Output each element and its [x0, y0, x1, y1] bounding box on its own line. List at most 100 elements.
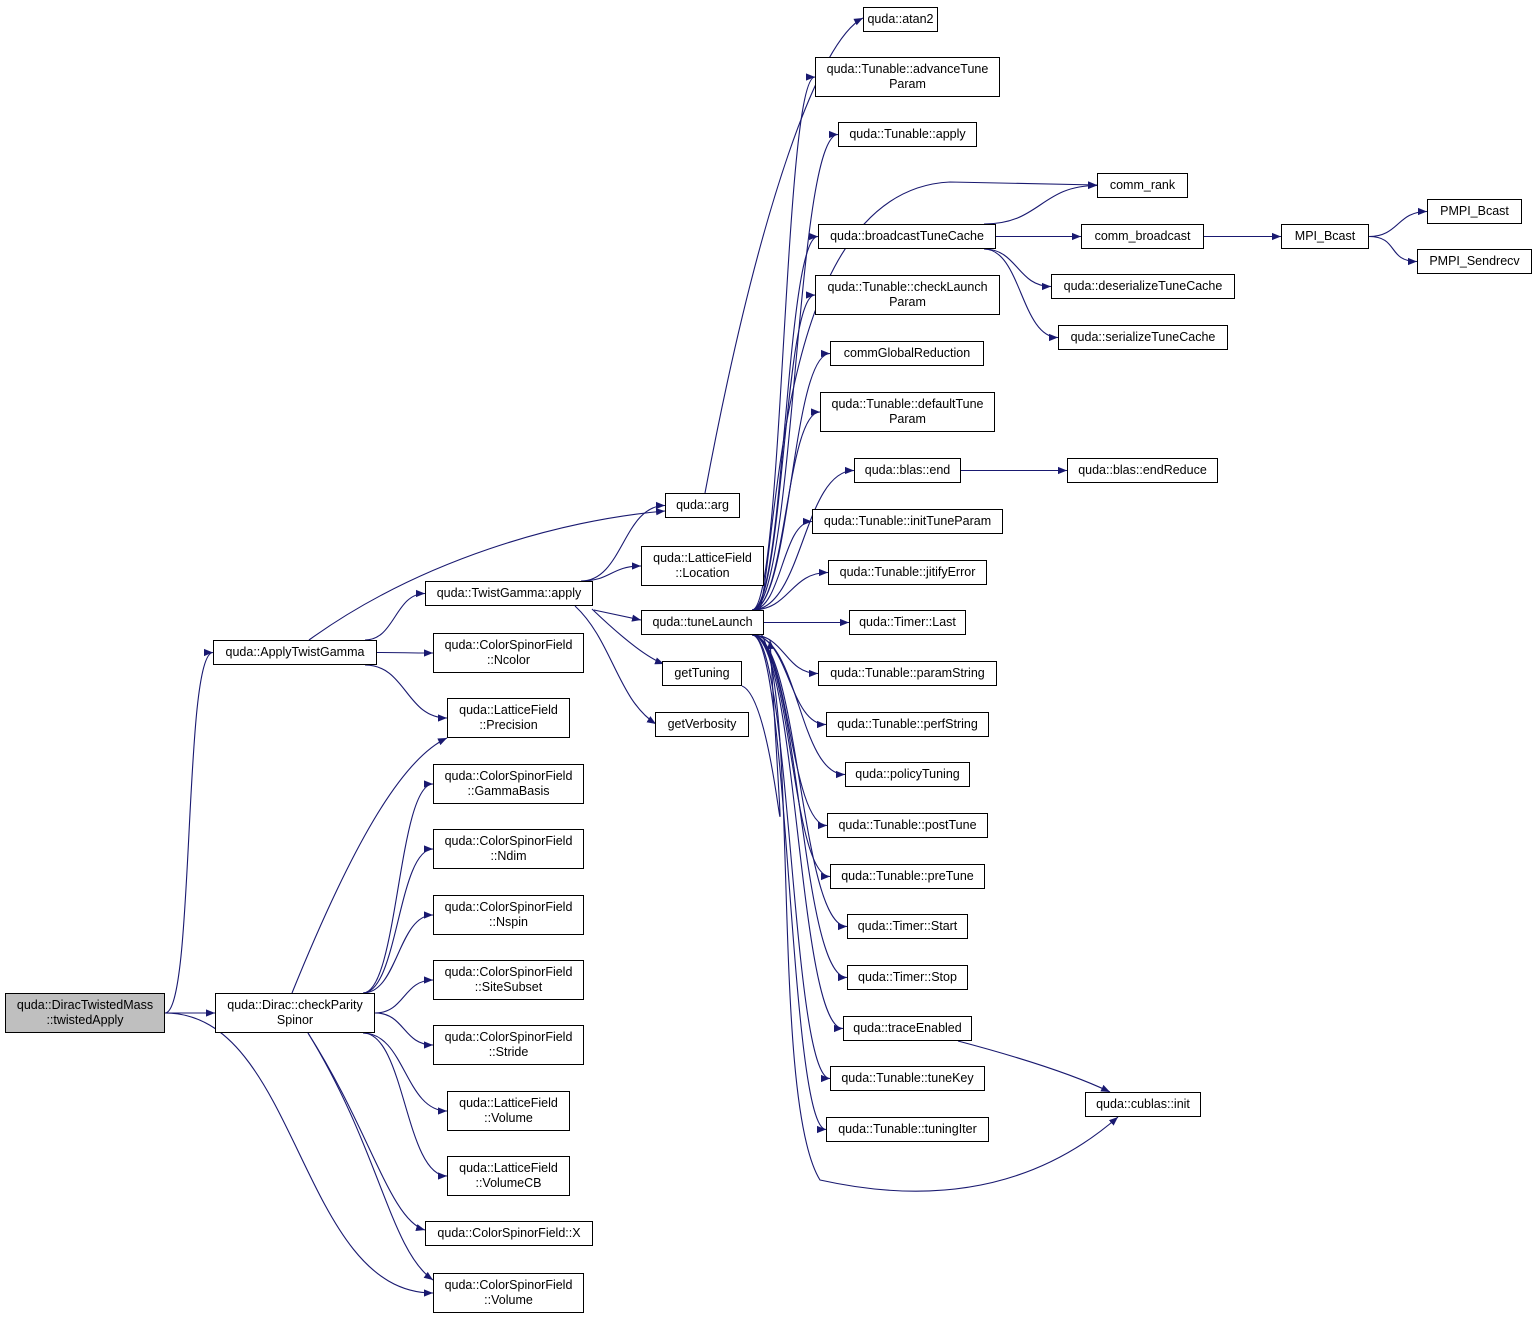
node-timer-last[interactable]: quda::Timer::Last [849, 610, 966, 635]
edge-twisted-apply-to-apply-twist-gamma [164, 649, 214, 1014]
node-policy-tuning[interactable]: quda::policyTuning [845, 762, 970, 787]
edge-broadcast-tune-cache-to-comm-rank [983, 181, 1098, 225]
node-jitify-error[interactable]: quda::Tunable::jitifyError [828, 560, 987, 585]
node-lf-location[interactable]: quda::LatticeField::Location [641, 546, 764, 586]
node-post-tune[interactable]: quda::Tunable::postTune [827, 813, 988, 838]
node-timer-stop[interactable]: quda::Timer::Stop [847, 965, 968, 990]
node-csf-x[interactable]: quda::ColorSpinorField::X [425, 1221, 593, 1246]
node-tune-key[interactable]: quda::Tunable::tuneKey [830, 1066, 985, 1091]
node-label-line: quda::Tunable::jitifyError [839, 565, 976, 579]
node-label-line: Param [889, 77, 926, 91]
node-get-tuning[interactable]: getTuning [662, 661, 742, 686]
node-label-line: ::Location [675, 566, 730, 580]
node-csf-ndim[interactable]: quda::ColorSpinorField::Ndim [433, 829, 584, 869]
node-pre-tune[interactable]: quda::Tunable::preTune [830, 864, 985, 889]
node-label-line: quda::serializeTuneCache [1070, 330, 1216, 344]
node-label-line: quda::Tunable::defaultTune [831, 397, 984, 411]
node-label-line: Spinor [276, 1013, 314, 1027]
edge-check-parity-spinor-to-csf-volume [307, 1032, 434, 1281]
node-tuning-iter[interactable]: quda::Tunable::tuningIter [826, 1117, 989, 1142]
node-label-line: quda::Tunable::paramString [830, 666, 985, 680]
node-label-line: comm_broadcast [1094, 229, 1191, 243]
node-init-tune-param[interactable]: quda::Tunable::initTuneParam [812, 509, 1003, 534]
edge-mpi-bcast-to-pmpi-bcast [1368, 207, 1428, 238]
node-timer-start[interactable]: quda::Timer::Start [847, 914, 968, 939]
node-tunable-apply[interactable]: quda::Tunable::apply [838, 122, 977, 147]
node-tune-launch[interactable]: quda::tuneLaunch [641, 610, 764, 635]
node-label-line: ::Volume [484, 1293, 533, 1307]
node-blas-end[interactable]: quda::blas::end [854, 458, 961, 483]
edge-twist-gamma-apply-to-tune-launch [593, 609, 642, 622]
node-label-line: Param [889, 295, 926, 309]
node-serialize-tune-cache[interactable]: quda::serializeTuneCache [1058, 325, 1228, 350]
node-broadcast-tune-cache[interactable]: quda::broadcastTuneCache [818, 224, 996, 249]
node-lf-volumecb[interactable]: quda::LatticeField::VolumeCB [447, 1156, 570, 1196]
node-label-line: quda::Tunable::checkLaunch [827, 280, 988, 294]
node-get-verbosity[interactable]: getVerbosity [655, 712, 749, 737]
node-label-line: quda::ColorSpinorField [444, 834, 573, 848]
edge-tune-launch-to-comm-rank [759, 181, 1098, 611]
edge-tune-launch-to-tuning-iter [751, 634, 827, 1133]
node-pmpi-bcast[interactable]: PMPI_Bcast [1427, 199, 1522, 224]
node-blas-end-reduce[interactable]: quda::blas::endReduce [1067, 458, 1218, 483]
node-label-line: ::Volume [484, 1111, 533, 1125]
node-lf-precision[interactable]: quda::LatticeField::Precision [447, 698, 570, 738]
node-label-line: ::SiteSubset [474, 980, 543, 994]
edge-apply-twist-gamma-to-csf-ncolor [376, 649, 434, 657]
node-twisted-apply[interactable]: quda::DiracTwistedMass::twistedApply [5, 993, 165, 1033]
edge-get-tuning-to-tune-launch [741, 639, 781, 818]
node-label-line: quda::Tunable::tuningIter [838, 1122, 977, 1136]
node-comm-broadcast[interactable]: comm_broadcast [1081, 224, 1204, 249]
node-label-line: ::Stride [488, 1045, 529, 1059]
node-comm-global-reduction[interactable]: commGlobalReduction [830, 341, 984, 366]
node-label-line: ::Ncolor [486, 653, 531, 667]
node-label-line: quda::Tunable::apply [849, 127, 966, 141]
node-csf-nspin[interactable]: quda::ColorSpinorField::Nspin [433, 895, 584, 935]
node-label-line: quda::LatticeField [459, 1096, 558, 1110]
node-atan2[interactable]: quda::atan2 [863, 7, 938, 32]
node-label-line: quda::broadcastTuneCache [830, 229, 984, 243]
edge-apply-twist-gamma-to-arg [308, 508, 666, 641]
node-perf-string[interactable]: quda::Tunable::perfString [826, 712, 989, 737]
edge-trace-enabled-to-cublas-init [957, 1040, 1111, 1093]
node-csf-sitesubset[interactable]: quda::ColorSpinorField::SiteSubset [433, 960, 584, 1000]
node-label-line: quda::blas::endReduce [1078, 463, 1207, 477]
node-csf-stride[interactable]: quda::ColorSpinorField::Stride [433, 1025, 584, 1065]
node-cublas-init[interactable]: quda::cublas::init [1085, 1092, 1201, 1117]
node-apply-twist-gamma[interactable]: quda::ApplyTwistGamma [213, 640, 377, 665]
edge-mpi-bcast-to-pmpi-sendrecv [1368, 235, 1418, 266]
node-label-line: quda::ColorSpinorField::X [437, 1226, 581, 1240]
node-label-line: quda::Dirac::checkParity [227, 998, 363, 1012]
node-lf-volume[interactable]: quda::LatticeField::Volume [447, 1091, 570, 1131]
edge-check-parity-spinor-to-csf-sitesubset [374, 976, 434, 1014]
node-label-line: ::GammaBasis [467, 784, 550, 798]
node-csf-gammabasis[interactable]: quda::ColorSpinorField::GammaBasis [433, 764, 584, 804]
edge-check-parity-spinor-to-csf-x [307, 1032, 426, 1231]
edge-arg-to-atan2 [704, 17, 864, 494]
node-csf-volume[interactable]: quda::ColorSpinorField::Volume [433, 1273, 584, 1313]
node-label-line: getTuning [674, 666, 730, 680]
node-param-string[interactable]: quda::Tunable::paramString [818, 661, 997, 686]
node-label-line: quda::LatticeField [459, 1161, 558, 1175]
node-label-line: quda::ApplyTwistGamma [225, 645, 365, 659]
node-arg[interactable]: quda::arg [665, 493, 740, 518]
node-twist-gamma-apply[interactable]: quda::TwistGamma::apply [425, 581, 593, 606]
node-comm-rank[interactable]: comm_rank [1097, 173, 1188, 198]
edge-check-parity-spinor-to-csf-gammabasis [362, 780, 434, 994]
edge-tune-launch-to-param-string [751, 634, 819, 678]
node-trace-enabled[interactable]: quda::traceEnabled [843, 1016, 972, 1041]
edge-tune-launch-to-default-tune-param [751, 408, 821, 611]
node-label-line: ::VolumeCB [475, 1176, 542, 1190]
node-label-line: quda::Timer::Start [857, 919, 958, 933]
node-mpi-bcast[interactable]: MPI_Bcast [1281, 224, 1369, 249]
node-csf-ncolor[interactable]: quda::ColorSpinorField::Ncolor [433, 633, 584, 673]
node-pmpi-sendrecv[interactable]: PMPI_Sendrecv [1417, 249, 1532, 274]
node-deserialize-tune-cache[interactable]: quda::deserializeTuneCache [1051, 274, 1235, 299]
edge-tune-launch-to-init-tune-param [751, 517, 813, 611]
